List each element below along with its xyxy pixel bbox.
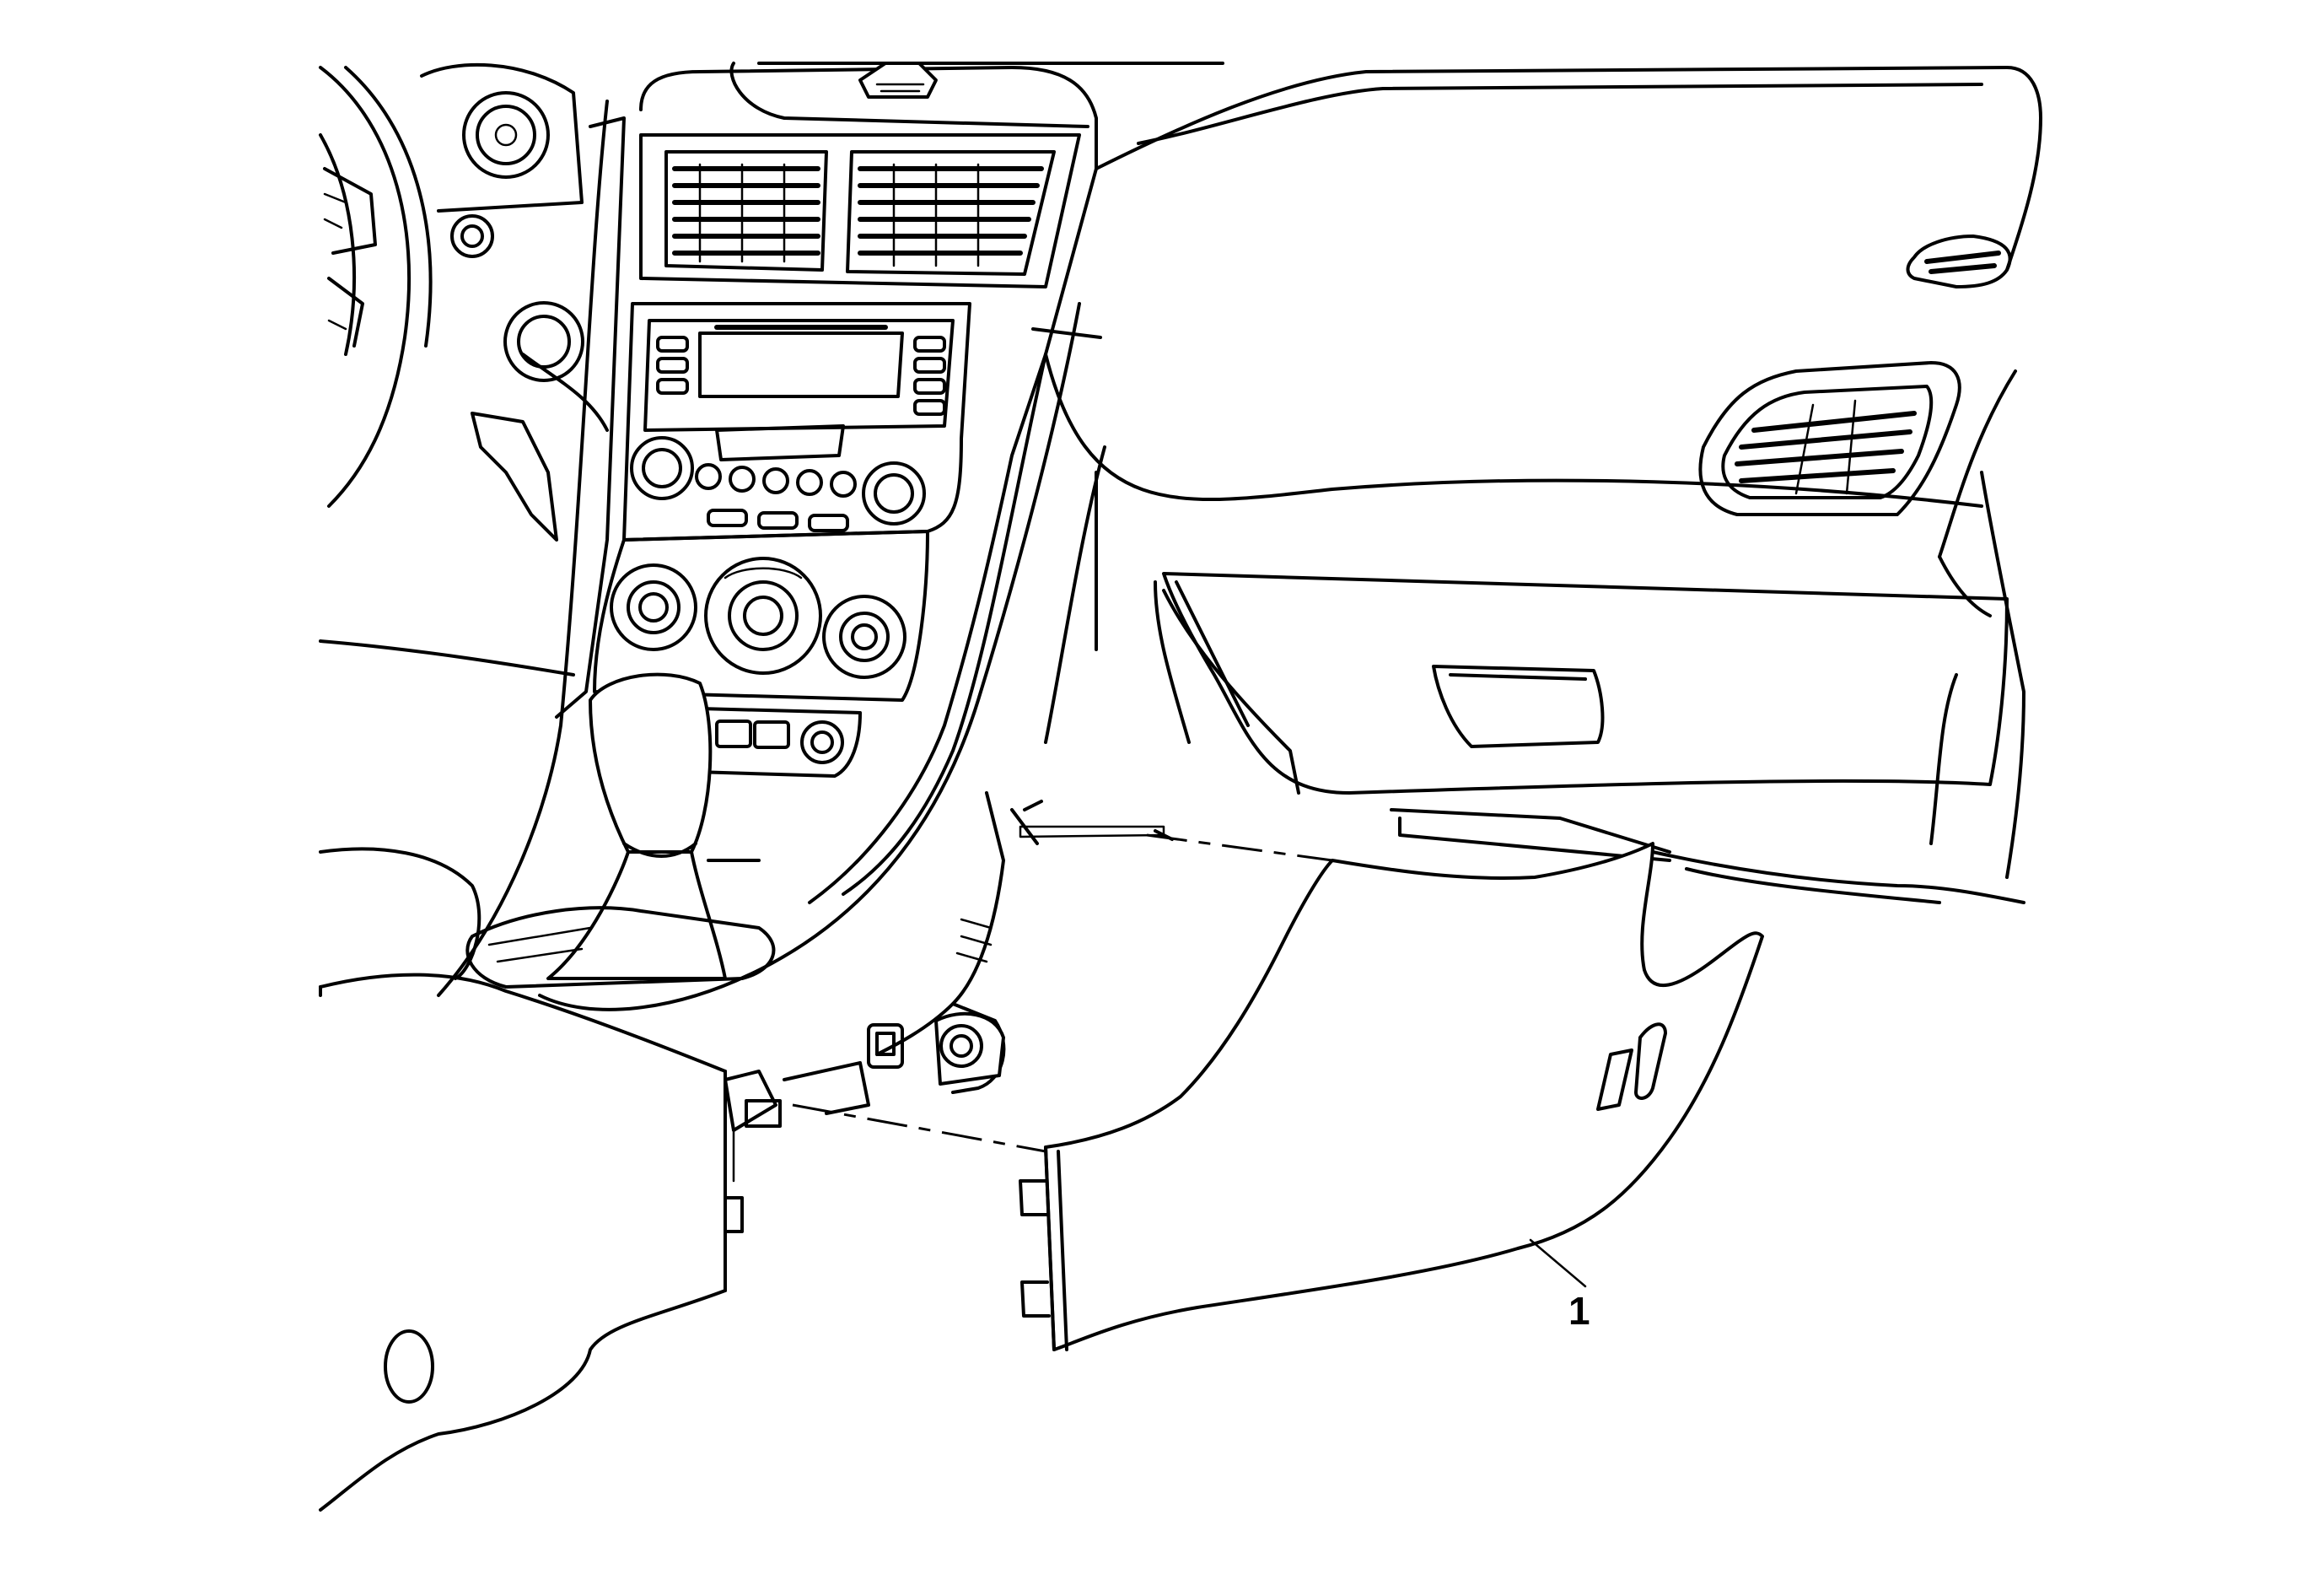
radio-round-buttons xyxy=(695,463,857,498)
shifter-bezel xyxy=(465,859,776,989)
right-vent-louvers xyxy=(858,163,1044,267)
callout-1-label: 1 xyxy=(1568,1289,1590,1333)
side-air-vent xyxy=(1906,234,2012,288)
radio-preset-buttons xyxy=(656,336,946,416)
lower-switch-bank xyxy=(694,707,862,778)
center-air-vents xyxy=(639,133,1081,288)
steering-wheel xyxy=(319,66,433,508)
defrost-grille xyxy=(858,62,938,99)
knee-bolster-bracket xyxy=(724,791,1006,1233)
center-stack-bezel xyxy=(437,100,1098,1011)
shift-lever xyxy=(546,672,727,980)
rear-trim-edge xyxy=(1010,800,1174,845)
installation-guide-lines xyxy=(792,833,1333,1153)
steering-column-trim xyxy=(471,353,609,542)
glove-box-lower-edge xyxy=(1390,808,2025,904)
glove-box-door xyxy=(1162,572,2009,795)
radio-lower-buttons xyxy=(707,509,849,532)
insulator-clip-slots xyxy=(1596,1022,1667,1111)
passenger-dash xyxy=(1031,327,2025,879)
glove-box-handle xyxy=(1432,665,1605,748)
callout-1: 1 xyxy=(1529,1238,1590,1333)
left-vent-louvers xyxy=(672,163,820,263)
climate-control-panel xyxy=(593,530,929,702)
hazard-button-bezel xyxy=(503,301,584,382)
knee-bolster-insulator xyxy=(1019,842,1764,1351)
dash-top-surface xyxy=(639,62,2042,272)
radio-knobs xyxy=(630,436,926,526)
gauge-cluster xyxy=(420,62,584,258)
radio-unit xyxy=(622,302,971,542)
passenger-air-vent xyxy=(1698,361,1961,516)
